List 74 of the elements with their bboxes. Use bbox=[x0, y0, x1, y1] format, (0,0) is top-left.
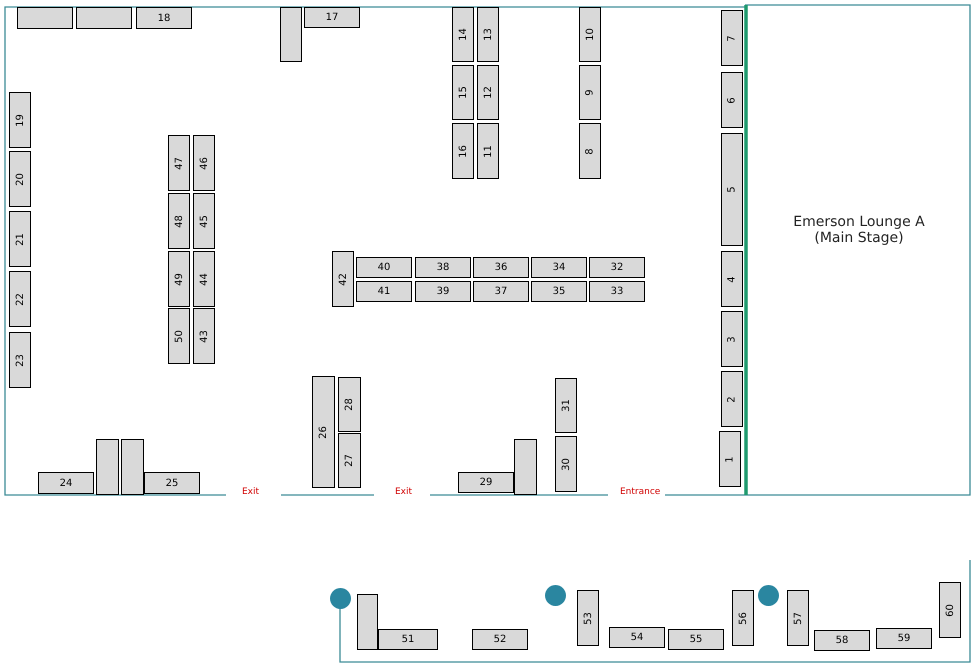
booth: 8 bbox=[579, 123, 601, 179]
booth: 14 bbox=[452, 7, 474, 62]
booth: 2 bbox=[721, 371, 743, 427]
booth: 44 bbox=[193, 251, 215, 307]
booth: 17 bbox=[304, 7, 360, 28]
booth: 15 bbox=[452, 65, 474, 120]
booth: 47 bbox=[168, 135, 190, 191]
booth: 37 bbox=[473, 281, 529, 302]
booth: 4 bbox=[721, 251, 743, 307]
door-label: Exit bbox=[393, 487, 414, 497]
booth: 48 bbox=[168, 193, 190, 249]
booth bbox=[96, 439, 119, 495]
booth: 41 bbox=[356, 281, 412, 302]
booth: 56 bbox=[732, 590, 754, 646]
booth: 54 bbox=[609, 627, 665, 648]
booth: 27 bbox=[338, 433, 361, 488]
booth: 36 bbox=[473, 257, 529, 278]
booth: 52 bbox=[472, 629, 528, 650]
pillar-marker bbox=[330, 588, 351, 609]
booth bbox=[121, 439, 144, 495]
booth: 18 bbox=[136, 7, 192, 29]
booth bbox=[514, 439, 537, 495]
booth: 39 bbox=[415, 281, 471, 302]
booth: 11 bbox=[477, 123, 499, 179]
door-label: Exit bbox=[240, 487, 262, 497]
booth: 16 bbox=[452, 123, 474, 179]
booth: 59 bbox=[876, 628, 932, 649]
booth: 32 bbox=[589, 257, 645, 278]
pillar-marker bbox=[758, 585, 779, 606]
booth: 38 bbox=[415, 257, 471, 278]
booth: 43 bbox=[193, 308, 215, 364]
booth: 45 bbox=[193, 193, 215, 249]
booth: 34 bbox=[531, 257, 587, 278]
booth: 28 bbox=[338, 377, 361, 432]
booth: 58 bbox=[814, 630, 870, 651]
booth: 23 bbox=[9, 332, 31, 388]
door-label: Entrance bbox=[618, 487, 662, 497]
booth: 31 bbox=[555, 378, 577, 433]
booth: 19 bbox=[9, 92, 31, 148]
booth: 53 bbox=[577, 590, 599, 646]
booth bbox=[76, 7, 132, 29]
booth bbox=[17, 7, 73, 29]
booth: 13 bbox=[477, 7, 499, 62]
booth: 50 bbox=[168, 308, 190, 364]
booth: 5 bbox=[721, 133, 743, 246]
booth: 46 bbox=[193, 135, 215, 191]
booth: 33 bbox=[589, 281, 645, 302]
booth: 1 bbox=[719, 431, 741, 487]
booth: 26 bbox=[312, 376, 335, 488]
booth: 42 bbox=[332, 251, 354, 307]
booth: 3 bbox=[721, 311, 743, 367]
booth: 30 bbox=[555, 436, 577, 492]
booth: 9 bbox=[579, 65, 601, 120]
booth: 21 bbox=[9, 211, 31, 267]
stage-area: Emerson Lounge A (Main Stage) bbox=[750, 180, 968, 280]
booth: 6 bbox=[721, 72, 743, 128]
booth: 12 bbox=[477, 65, 499, 120]
booth: 35 bbox=[531, 281, 587, 302]
booth: 51 bbox=[378, 629, 438, 650]
booth: 60 bbox=[939, 582, 961, 638]
booth: 55 bbox=[668, 629, 724, 650]
booth: 10 bbox=[579, 7, 601, 62]
booth: 7 bbox=[721, 10, 743, 66]
booth: 22 bbox=[9, 271, 31, 327]
booth: 40 bbox=[356, 257, 412, 278]
booth: 57 bbox=[787, 590, 809, 646]
booth: 20 bbox=[9, 151, 31, 207]
booth: 24 bbox=[38, 472, 94, 494]
booth: 49 bbox=[168, 251, 190, 307]
booth: 25 bbox=[144, 472, 200, 494]
pillar-marker bbox=[545, 585, 566, 606]
booth: 29 bbox=[458, 472, 514, 493]
booth bbox=[280, 7, 302, 62]
booth bbox=[357, 594, 378, 650]
